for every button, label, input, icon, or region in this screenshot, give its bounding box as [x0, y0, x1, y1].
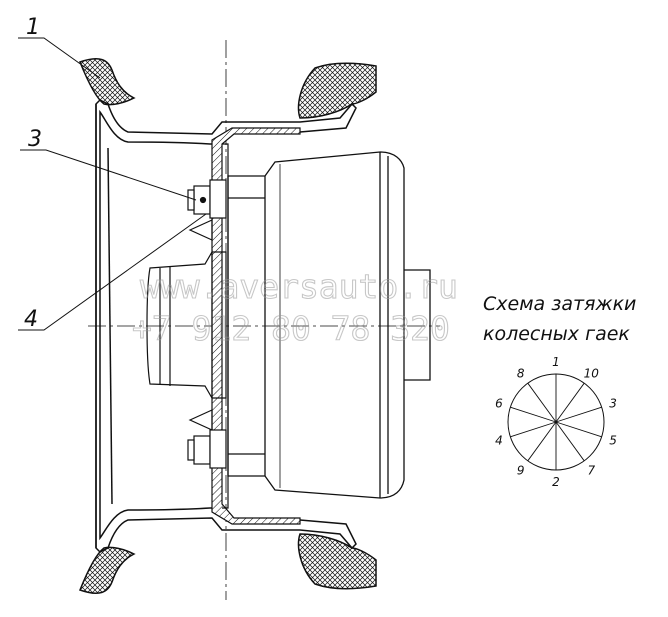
callout-3: 3 — [28, 127, 42, 152]
scheme-sequence-label: 10 — [584, 367, 600, 381]
rim-profile — [95, 99, 357, 553]
scheme-sequence-label: 9 — [517, 464, 525, 478]
leader-lines — [18, 37, 207, 331]
scheme-spoke — [555, 421, 602, 438]
wheel-stud-nut-top — [187, 179, 227, 219]
scheme-title-line2: колесных гаек — [483, 323, 630, 345]
scheme-labels: 1 10 3 5 7 2 9 4 6 8 — [495, 355, 617, 489]
tightening-scheme: Схема затяжки колесных гаек 1 10 3 5 7 2 9 4 6 8 — [483, 293, 636, 489]
callout-4: 4 — [24, 307, 38, 332]
scheme-sequence-label: 5 — [609, 434, 617, 448]
scheme-spoke — [555, 382, 585, 423]
scheme-spoke — [527, 421, 557, 462]
scheme-spokes — [510, 374, 602, 470]
scheme-title-line1: Схема затяжки — [483, 293, 636, 315]
watermark-phone: +7 912 80 78 320 — [132, 309, 450, 348]
callout-1: 1 — [26, 15, 40, 40]
scheme-spoke — [555, 406, 602, 423]
scheme-spoke — [527, 382, 557, 423]
scheme-sequence-label: 8 — [517, 367, 525, 381]
hub-drum — [227, 151, 431, 499]
scheme-spoke — [510, 406, 557, 423]
wheel-stud-nut-bottom — [187, 429, 227, 469]
watermark: www.aversauto.ru +7 912 80 78 320 — [131, 266, 458, 348]
scheme-sequence-label: 3 — [609, 397, 617, 411]
tire-bead-top — [79, 58, 377, 119]
scheme-sequence-label: 2 — [552, 475, 560, 489]
watermark-url: www.aversauto.ru — [140, 267, 458, 306]
scheme-sequence-label: 4 — [495, 434, 503, 448]
scheme-sequence-label: 7 — [587, 464, 595, 478]
scheme-spoke — [555, 421, 585, 462]
scheme-sequence-label: 1 — [552, 355, 560, 369]
tire-bead-bottom — [79, 533, 377, 594]
hub-spider — [146, 219, 227, 431]
scheme-sequence-label: 6 — [495, 397, 503, 411]
scheme-spoke — [510, 421, 557, 438]
